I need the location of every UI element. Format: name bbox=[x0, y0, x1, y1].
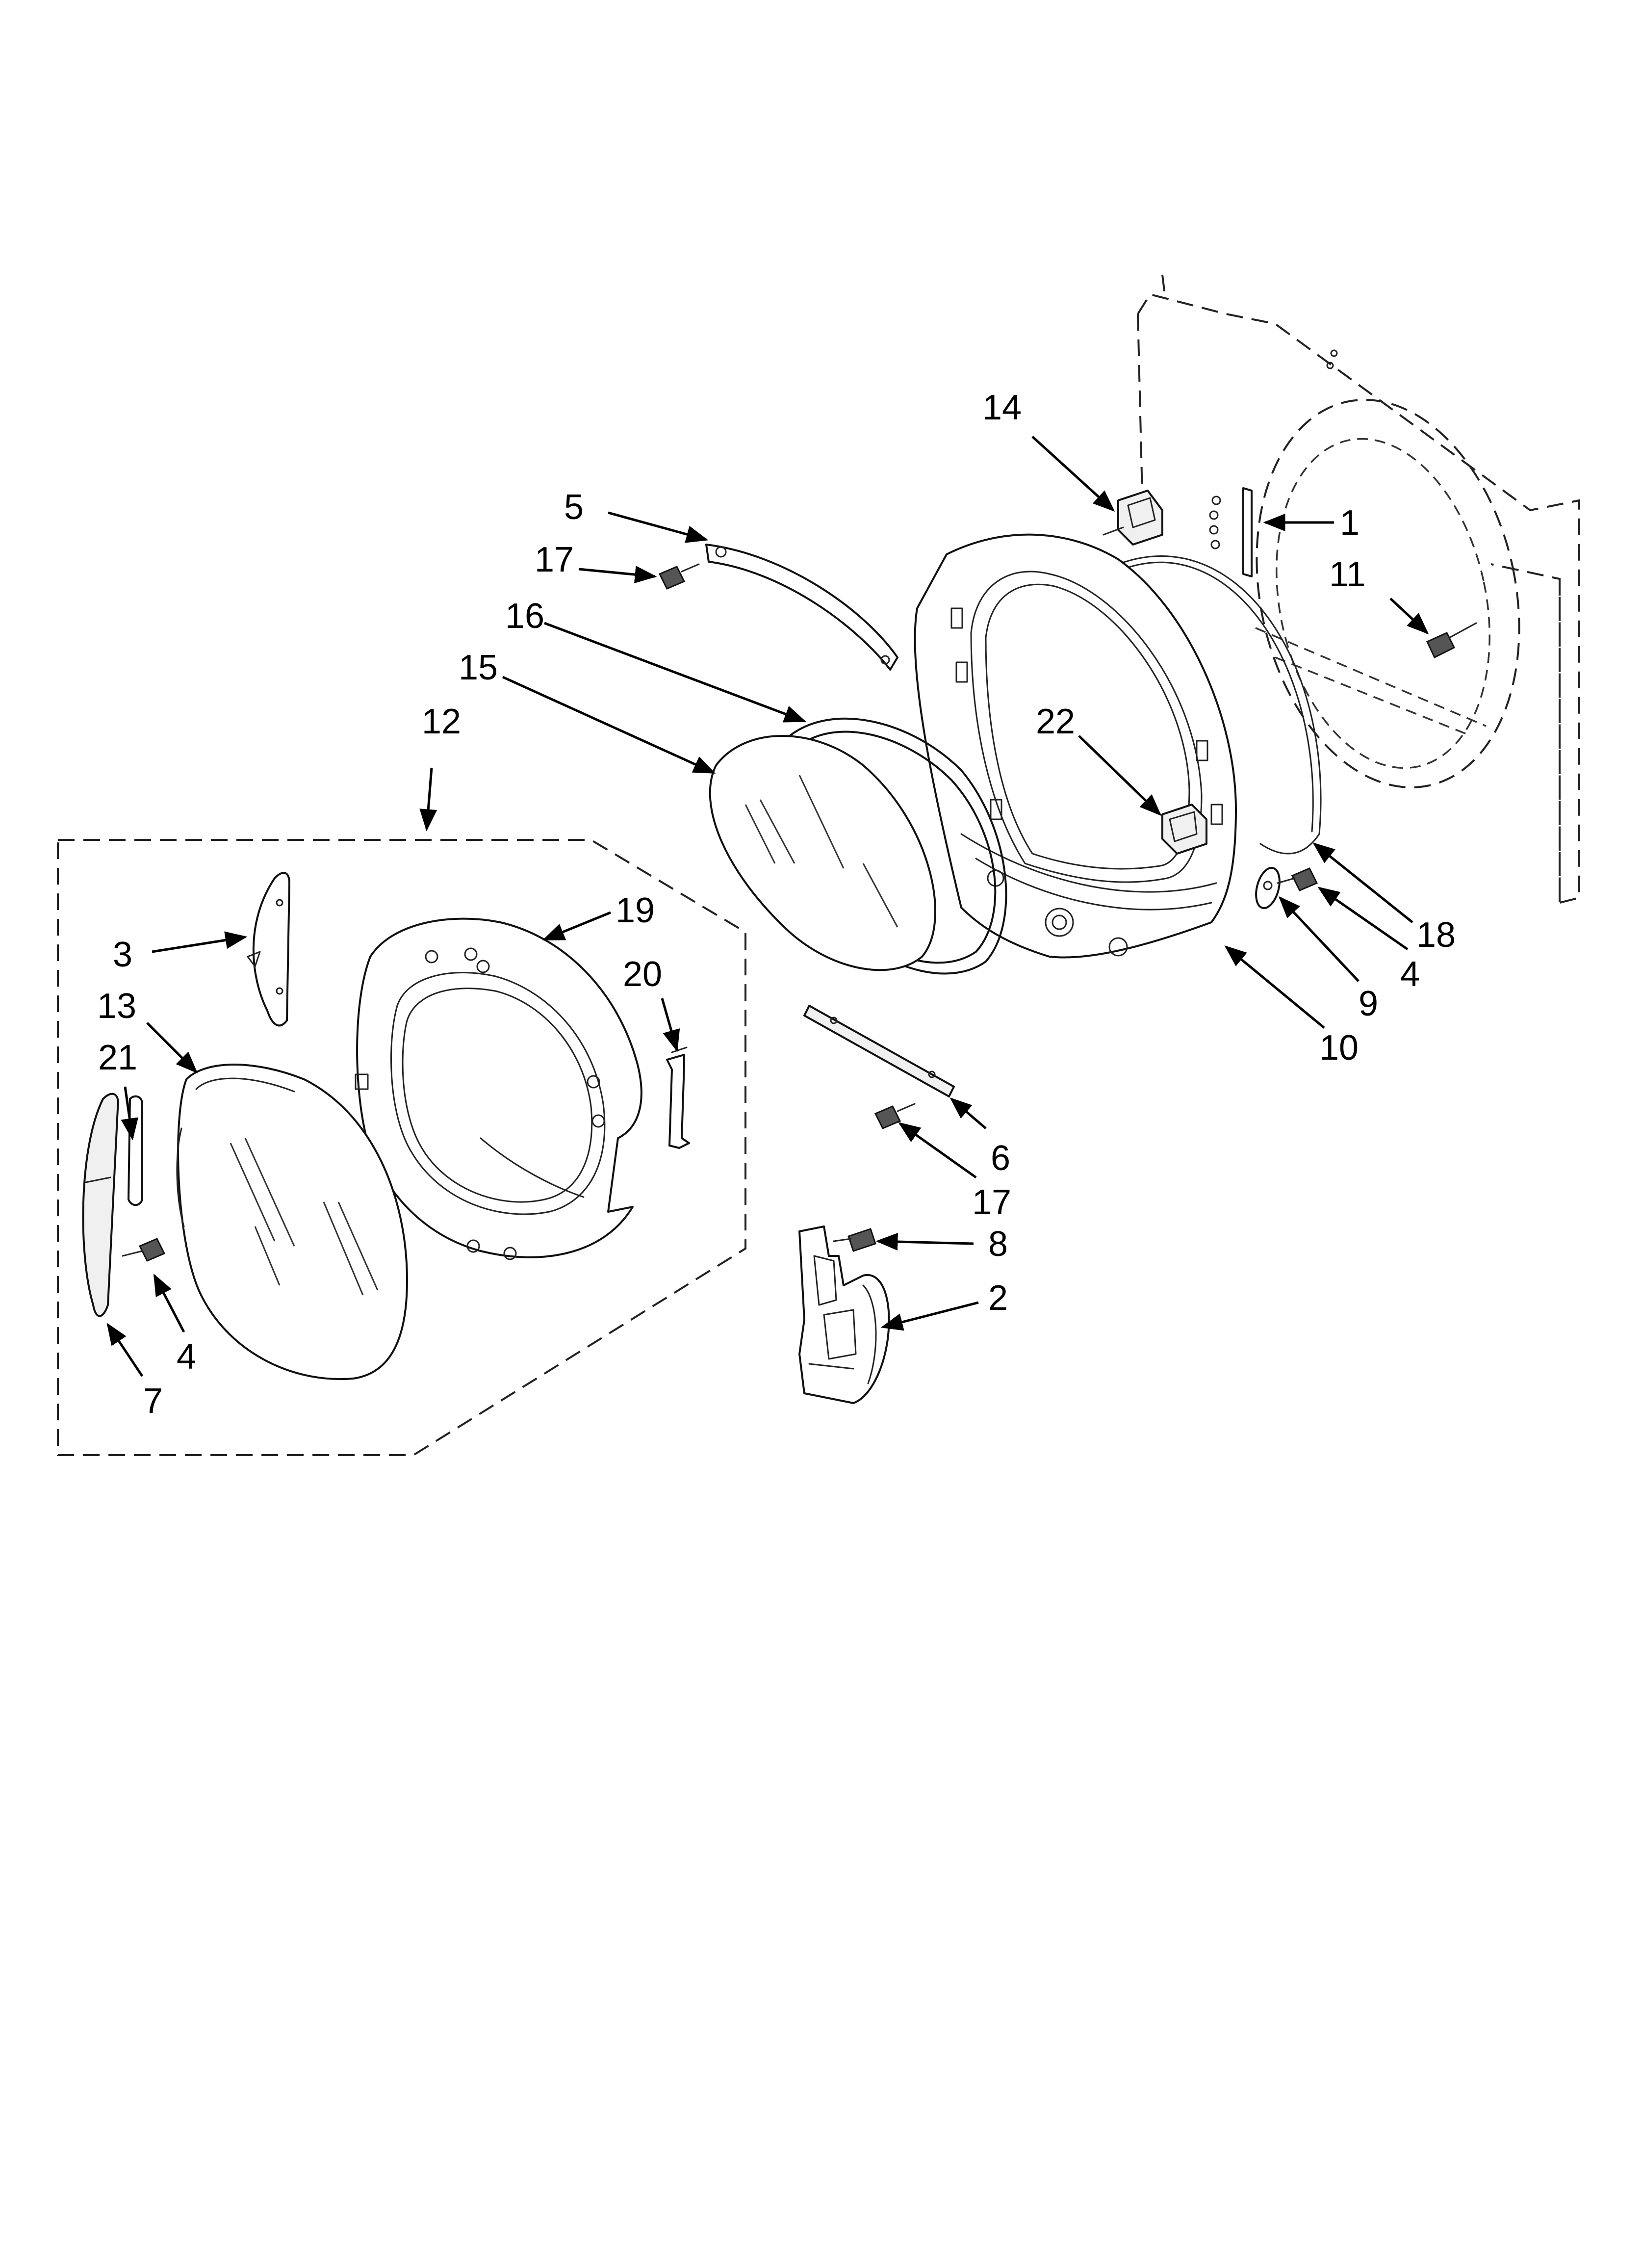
part-9-washer bbox=[1255, 867, 1281, 909]
part-18-gasket bbox=[1117, 555, 1322, 855]
callout-20: 20 bbox=[623, 955, 662, 994]
part-22-catch bbox=[1161, 804, 1207, 855]
part-10-front-panel bbox=[914, 533, 1237, 959]
callout-11: 11 bbox=[1329, 555, 1366, 594]
callout-2: 2 bbox=[988, 1278, 1008, 1318]
callout-6: 6 bbox=[991, 1139, 1010, 1178]
callouts: 14 1 11 5 17 16 15 12 22 18 4 9 10 19 20… bbox=[97, 388, 1456, 1421]
callout-14: 14 bbox=[982, 388, 1022, 427]
part-4-screw-left bbox=[122, 1238, 166, 1262]
callout-7: 7 bbox=[143, 1382, 163, 1421]
part-17-screw-upper bbox=[658, 563, 700, 590]
callout-5: 5 bbox=[564, 488, 584, 527]
callout-10: 10 bbox=[1319, 1028, 1359, 1068]
leader-arrows bbox=[106, 436, 1429, 1377]
callout-12: 12 bbox=[422, 702, 461, 741]
callout-9: 9 bbox=[1359, 984, 1378, 1023]
part-19-door-frame bbox=[355, 917, 642, 1260]
callout-4-right: 4 bbox=[1400, 955, 1420, 994]
callout-8: 8 bbox=[988, 1225, 1008, 1264]
callout-19: 19 bbox=[616, 891, 655, 930]
callout-13: 13 bbox=[97, 987, 136, 1026]
part-21-strip bbox=[128, 1095, 143, 1206]
part-4-screw-right bbox=[1277, 867, 1318, 891]
callout-22: 22 bbox=[1036, 702, 1075, 741]
part-6-strip bbox=[803, 1005, 955, 1097]
part-3-cover bbox=[247, 872, 290, 1027]
part-20-bracket bbox=[666, 1046, 690, 1149]
callout-21: 21 bbox=[98, 1038, 137, 1077]
part-14-catch bbox=[1103, 490, 1163, 546]
callout-3: 3 bbox=[113, 935, 132, 974]
part-7-handle bbox=[82, 1093, 119, 1317]
callout-1: 1 bbox=[1340, 503, 1360, 543]
callout-4-left: 4 bbox=[177, 1337, 196, 1377]
part-2-hinge bbox=[798, 1225, 890, 1404]
part-8-screw bbox=[833, 1228, 876, 1252]
callout-15: 15 bbox=[459, 648, 498, 687]
part-17-screw-lower bbox=[874, 1103, 916, 1129]
part-1 bbox=[1209, 487, 1253, 577]
callout-17-lower: 17 bbox=[972, 1183, 1011, 1222]
callout-16: 16 bbox=[505, 597, 544, 636]
part-15-inner-glass bbox=[709, 735, 936, 971]
part-5-hinge-arm bbox=[705, 544, 898, 671]
callout-18: 18 bbox=[1416, 915, 1456, 955]
assembly-12-boundary bbox=[57, 839, 746, 1456]
part-11-screw bbox=[1426, 622, 1477, 659]
callout-17-upper: 17 bbox=[535, 540, 574, 579]
part-13-outer-glass bbox=[176, 1064, 408, 1380]
